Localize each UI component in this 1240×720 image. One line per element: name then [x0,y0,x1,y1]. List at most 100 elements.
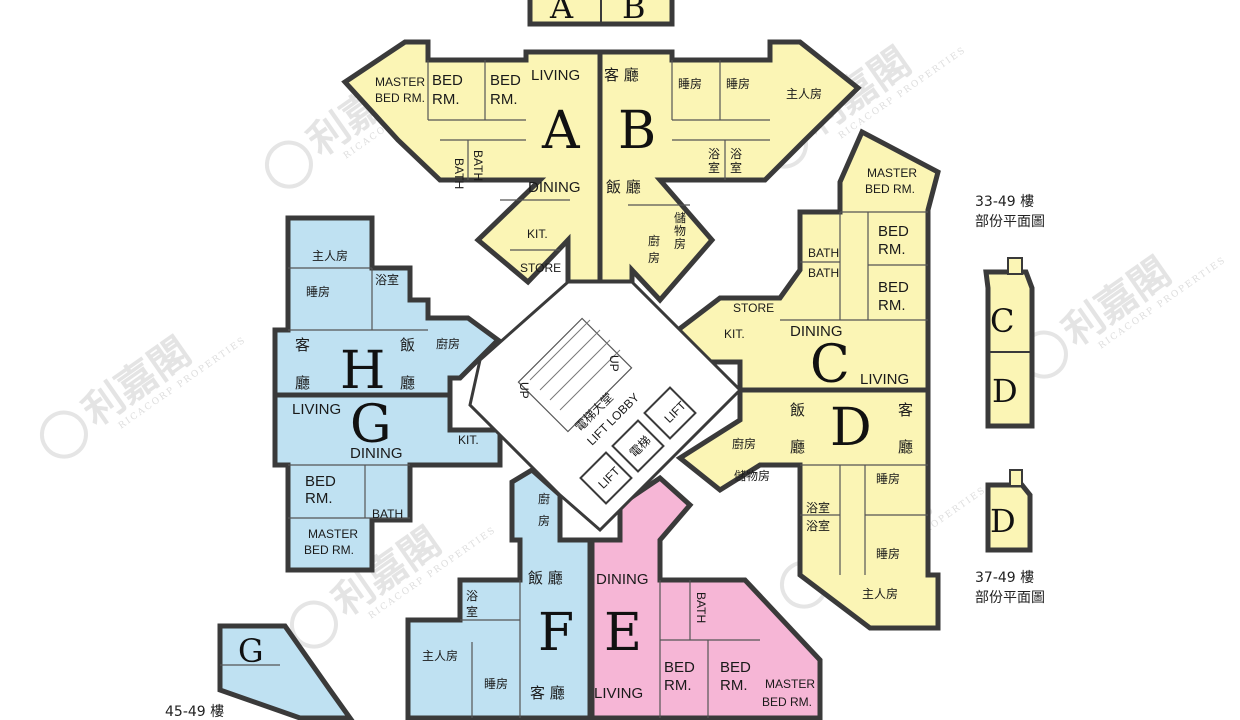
unit-h-living: 客 [295,336,310,354]
unit-c-bedroom-2-label2: RM. [878,297,906,314]
unit-g: LIVING G DINING KIT. BED RM. BATH MASTER… [272,392,503,573]
stair-up-2: UP [517,382,531,399]
unit-b-kitchen: 廚 [648,233,660,248]
unit-h-bath: 浴室 [375,272,399,287]
inset-g: G 45-49 樓 [165,623,355,720]
unit-a-bedroom-1: BED [432,72,463,89]
unit-h-bedroom-1: 睡房 [306,284,330,299]
unit-f-bedroom-1: 睡房 [484,676,508,691]
unit-e-bedroom-1: BED [664,659,695,676]
unit-e-bedroom-2-label2: RM. [720,677,748,694]
unit-b-kitchen-label2: 房 [648,250,660,265]
inset-d-caption: 部份平面圖 [975,590,1045,606]
central-core: UP UP 電梯大堂 LIFT LOBBY LIFT 電梯 LIFT [468,280,743,533]
unit-b: 客 廳 B 飯 廳 睡房 睡房 主人房 浴 室 浴 室 廚 房 儲 物 房 [597,39,862,304]
inset-ab-letter-a: A [549,0,574,26]
unit-f-master-bedroom: 主人房 [422,648,458,663]
unit-g-letter: G [350,395,392,455]
unit-c-bedroom-1: BED [878,223,909,240]
unit-b-bath-2: 浴 [730,147,742,161]
unit-c-bath-1: BATH [808,246,839,260]
unit-a: MASTER BED RM. BED RM. BED RM. BATH BATH… [341,39,603,286]
unit-f: 廚 房 飯 廳 F 客 廳 浴 室 主人房 睡房 [405,466,593,720]
unit-e-bedroom-1-label2: RM. [664,677,692,694]
unit-d-store: 儲物房 [734,468,770,483]
unit-a-living: LIVING [531,67,580,84]
unit-c-living: LIVING [860,371,909,388]
unit-a-kitchen: KIT. [527,227,548,241]
unit-f-living: 客 廳 [530,684,565,702]
unit-a-dining: DINING [528,179,581,196]
unit-e-dining: DINING [596,571,649,588]
inset-cd-letter-d: D [992,372,1018,410]
unit-d-dining: 飯 [790,401,805,419]
unit-b-bedroom-1: 睡房 [678,76,702,91]
unit-f-bath-label2: 室 [466,604,478,619]
unit-g-dining: DINING [350,445,403,462]
unit-c-dining: DINING [790,323,843,340]
unit-d-bath-2: 浴室 [806,518,830,533]
unit-d-bedroom-1: 睡房 [876,471,900,486]
unit-a-letter: A [541,101,581,161]
unit-g-master-bedroom-label2: BED RM. [304,543,354,557]
inset-cd-letter-c: C [990,302,1014,340]
unit-d-dining-label2: 廳 [790,438,805,456]
unit-h-living-label2: 廳 [295,374,310,392]
unit-c-master-bedroom: MASTER [867,166,917,180]
unit-d-kitchen: 廚房 [732,436,756,451]
inset-d: D 37-49 樓 部份平面圖 [975,469,1045,606]
unit-f-kitchen: 廚 [538,491,550,506]
unit-c-bedroom-2: BED [878,279,909,296]
unit-a-bath-2: BATH [471,150,485,181]
watermark: 利嘉閣 RICACORP PROPERTIES [39,328,248,459]
unit-g-bedroom-1: BED [305,473,336,490]
unit-c-bath-2: BATH [808,266,839,280]
unit-e-master-bedroom: MASTER [765,677,815,691]
inset-cd: C D 33-49 樓 部份平面圖 [975,194,1045,429]
unit-d: 飯 廳 D 客 廳 廚房 儲物房 睡房 睡房 浴室 浴室 主人房 [675,387,941,631]
unit-a-bedroom-2-label2: RM. [490,91,518,108]
unit-a-bath-1: BATH [452,158,466,189]
unit-f-kitchen-label2: 房 [538,513,550,528]
unit-d-bath-1: 浴室 [806,500,830,515]
unit-g-bath: BATH [372,507,403,521]
unit-a-bedroom-1-label2: RM. [432,91,460,108]
unit-b-bath-1-label2: 室 [708,160,720,175]
unit-b-store-label3: 房 [674,236,686,251]
inset-ab: A B [527,0,675,27]
unit-f-dining: 飯 廳 [528,569,563,587]
unit-e-bath: BATH [694,592,708,623]
inset-d-letter-d: D [990,502,1016,540]
unit-h-kitchen: 廚房 [436,336,460,351]
unit-b-bedroom-2: 睡房 [726,76,750,91]
inset-d-floor-range: 37-49 樓 [975,570,1034,586]
unit-h-dining: 飯 [400,336,415,354]
unit-g-living: LIVING [292,401,341,418]
unit-h: 主人房 睡房 浴室 廚房 客 廳 H 飯 廳 [272,215,502,401]
unit-b-dining: 飯 廳 [606,178,641,196]
inset-cd-floor-range: 33-49 樓 [975,194,1034,210]
unit-d-master-bedroom: 主人房 [862,586,898,601]
inset-ab-letter-b: B [622,0,646,26]
unit-e-letter: E [604,603,642,663]
watermark: 利嘉閣 RICACORP PROPERTIES [1019,248,1228,379]
unit-g-master-bedroom: MASTER [308,527,358,541]
unit-c-master-bedroom-label2: BED RM. [865,182,915,196]
unit-e-bedroom-2: BED [720,659,751,676]
unit-a-master-bedroom: MASTER [375,75,425,89]
unit-a-store: STORE [520,261,561,275]
unit-e-living: LIVING [594,685,643,702]
unit-f-bath: 浴 [466,589,478,603]
unit-c-letter: C [810,335,850,395]
unit-g-bedroom-1-label2: RM. [305,490,333,507]
unit-d-bedroom-2: 睡房 [876,546,900,561]
unit-b-letter: B [618,101,656,161]
unit-b-store-label2: 物 [674,224,686,238]
inset-cd-caption: 部份平面圖 [975,214,1045,230]
unit-c-bedroom-1-label2: RM. [878,241,906,258]
unit-d-living-label2: 廳 [898,438,913,456]
unit-b-store: 儲 [674,211,686,225]
unit-b-bath-2-label2: 室 [730,160,742,175]
unit-e-master-bedroom-label2: BED RM. [762,695,812,709]
